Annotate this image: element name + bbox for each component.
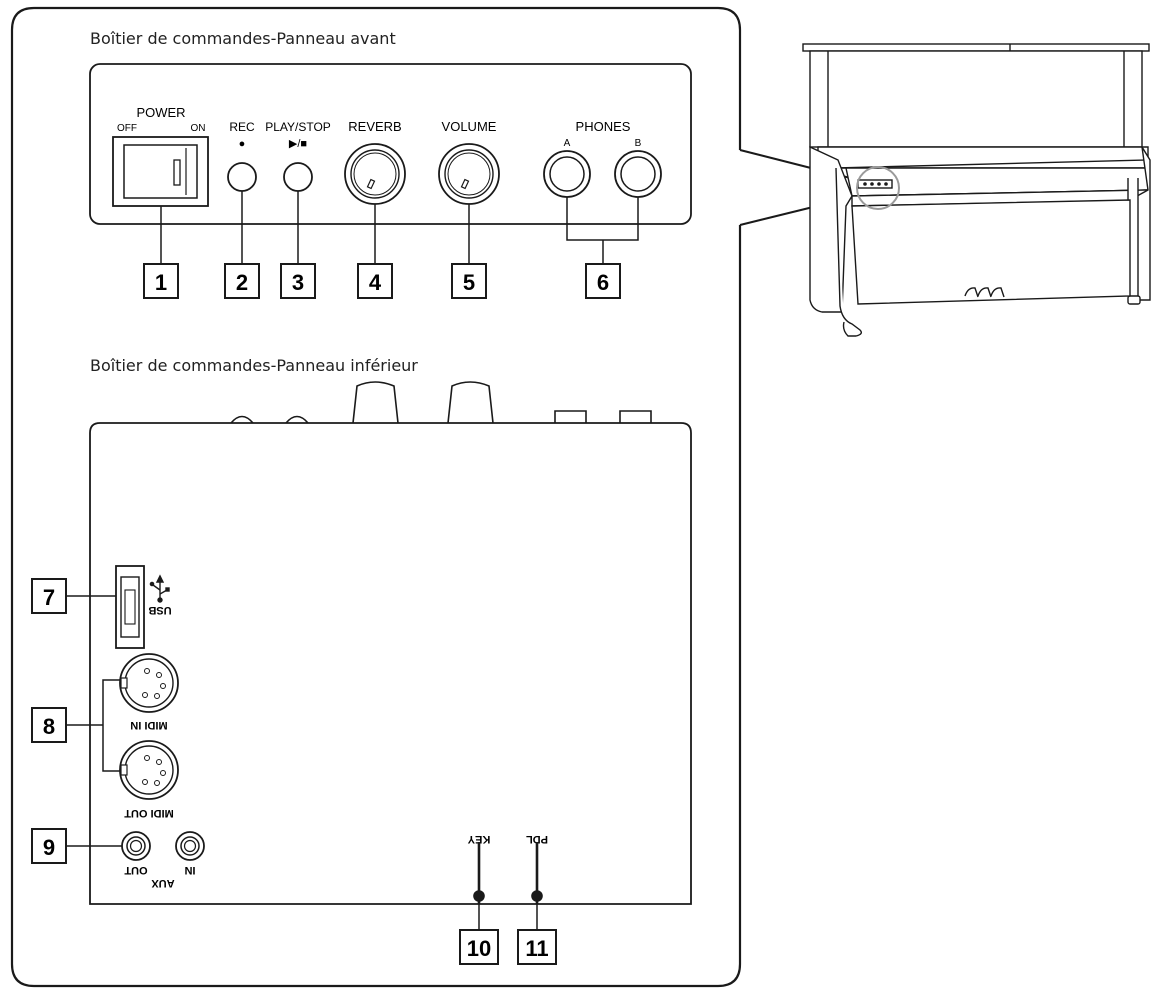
- aux-label: AUX: [151, 877, 175, 889]
- svg-text:2: 2: [236, 270, 248, 295]
- svg-text:3: 3: [292, 270, 304, 295]
- callout-6: 6: [585, 263, 621, 299]
- phones-jack-b[interactable]: [614, 150, 662, 198]
- svg-text:11: 11: [525, 936, 548, 961]
- reverb-knob[interactable]: [344, 143, 406, 205]
- midi-in-pins: [142, 668, 166, 699]
- play-stop-button[interactable]: [283, 162, 313, 192]
- callout-1: 1: [143, 263, 179, 299]
- svg-text:8: 8: [43, 714, 55, 739]
- callout-5: 5: [451, 263, 487, 299]
- rec-symbol: ●: [239, 138, 246, 150]
- svg-text:1: 1: [155, 270, 167, 295]
- svg-text:4: 4: [369, 270, 382, 295]
- aux-in-label: IN: [184, 864, 195, 876]
- callout-3: 3: [280, 263, 316, 299]
- callout-8: 8: [31, 707, 67, 743]
- callout-7: 7: [31, 578, 67, 614]
- callout-4: 4: [357, 263, 393, 299]
- reverb-label: REVERB: [348, 119, 401, 134]
- phones-a-label: A: [564, 138, 571, 149]
- pdl-label: PDL: [526, 833, 548, 845]
- key-label: KEY: [467, 833, 490, 845]
- svg-text:7: 7: [43, 585, 55, 610]
- key-cable: [473, 842, 485, 904]
- power-switch[interactable]: [112, 136, 209, 207]
- play-stop-symbol: ▶/■: [289, 138, 307, 150]
- panel-top-protrusions: [230, 381, 652, 424]
- usb-label: USB: [148, 604, 171, 616]
- svg-text:5: 5: [463, 270, 475, 295]
- phones-label: PHONES: [576, 119, 631, 134]
- power-on-label: ON: [191, 123, 206, 134]
- volume-label: VOLUME: [442, 119, 497, 134]
- callout-2: 2: [224, 263, 260, 299]
- pdl-cable: [531, 842, 543, 904]
- aux-out-jack[interactable]: [121, 831, 151, 861]
- midi-in-label: MIDI IN: [130, 719, 167, 731]
- midi-out-port[interactable]: [119, 740, 179, 800]
- rec-label: REC: [229, 120, 255, 134]
- callout-11: 11: [517, 929, 557, 965]
- bottom-leader-lines: [66, 595, 538, 930]
- power-off-label: OFF: [117, 123, 137, 134]
- aux-in-jack[interactable]: [175, 831, 205, 861]
- power-label: POWER: [136, 105, 185, 120]
- midi-in-port[interactable]: [119, 653, 179, 713]
- phones-b-label: B: [635, 138, 642, 149]
- svg-text:6: 6: [597, 270, 609, 295]
- front-panel: [89, 63, 692, 225]
- front-leader-lines: [160, 191, 639, 264]
- usb-port[interactable]: [115, 565, 145, 649]
- play-stop-label: PLAY/STOP: [265, 120, 331, 134]
- usb-trident-icon: [149, 574, 170, 603]
- bottom-panel: [89, 422, 692, 905]
- callout-9: 9: [31, 828, 67, 864]
- midi-out-label: MIDI OUT: [124, 807, 174, 819]
- bottom-panel-title: Boîtier de commandes-Panneau inférieur: [90, 356, 418, 375]
- upright-piano-icon: [802, 43, 1151, 337]
- front-panel-title: Boîtier de commandes-Panneau avant: [90, 29, 396, 48]
- midi-out-pins: [142, 755, 166, 786]
- svg-text:10: 10: [467, 936, 491, 961]
- control-box-highlight-circle: [856, 166, 900, 210]
- callout-10: 10: [459, 929, 499, 965]
- phones-jack-a[interactable]: [543, 150, 591, 198]
- svg-text:9: 9: [43, 835, 55, 860]
- aux-out-label: OUT: [124, 864, 148, 876]
- rec-button[interactable]: [227, 162, 257, 192]
- volume-knob[interactable]: [438, 143, 500, 205]
- outer-frame: [10, 6, 742, 988]
